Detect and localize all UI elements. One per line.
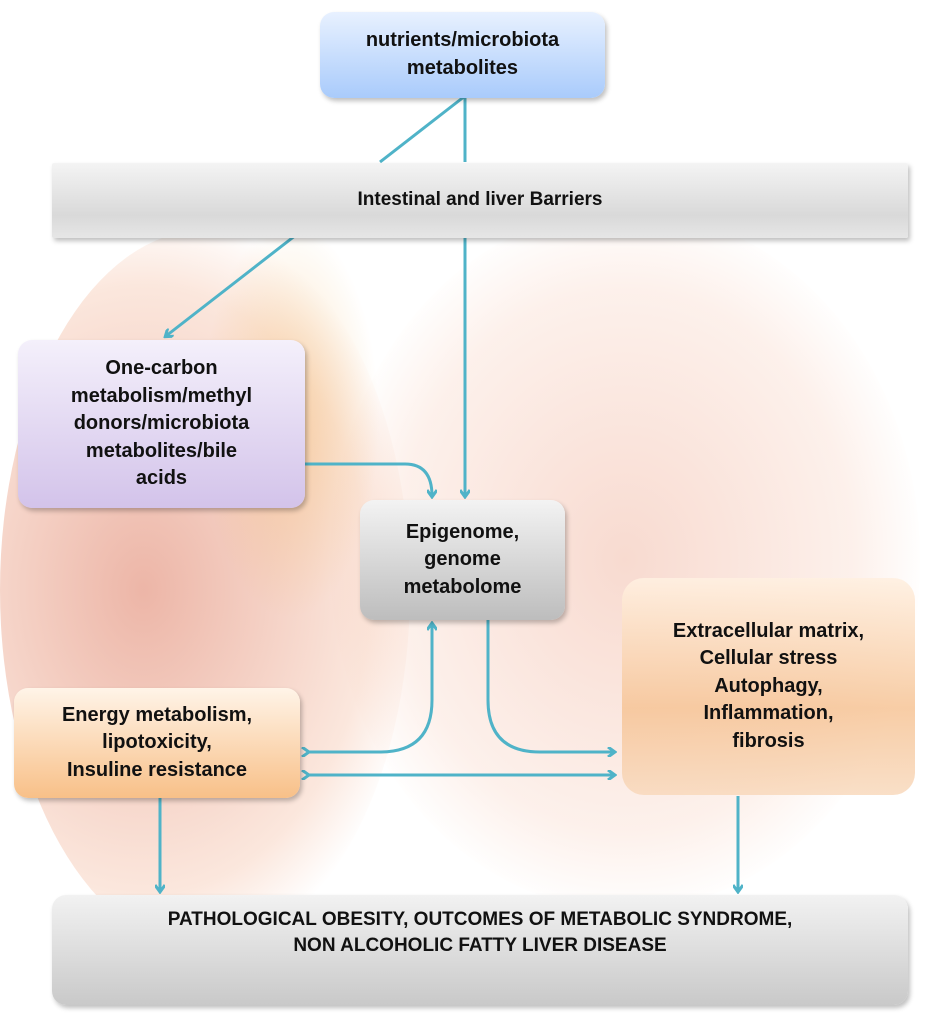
node-epigenome: Epigenome, genome metabolome [360,500,565,620]
node-outcome: PATHOLOGICAL OBESITY, OUTCOMES OF METABO… [52,895,908,1005]
arrow-one-carbon-to-epigenome [302,462,432,496]
node-nutrients: nutrients/microbiota metabolites [320,12,605,98]
node-barriers: Intestinal and liver Barriers [52,163,908,238]
arrow-barrier-to-one-carbon [166,226,306,336]
arrow-energy-epigenome [308,624,432,752]
node-energy: Energy metabolism, lipotoxicity, Insulin… [14,688,300,798]
node-extracellular: Extracellular matrix, Cellular stress Au… [622,578,915,795]
arrow-epigenome-to-extracellular [486,620,614,752]
arrow-nutrients-to-barrier-diag [379,94,466,164]
node-one-carbon: One-carbon metabolism/methyl donors/micr… [18,340,305,508]
